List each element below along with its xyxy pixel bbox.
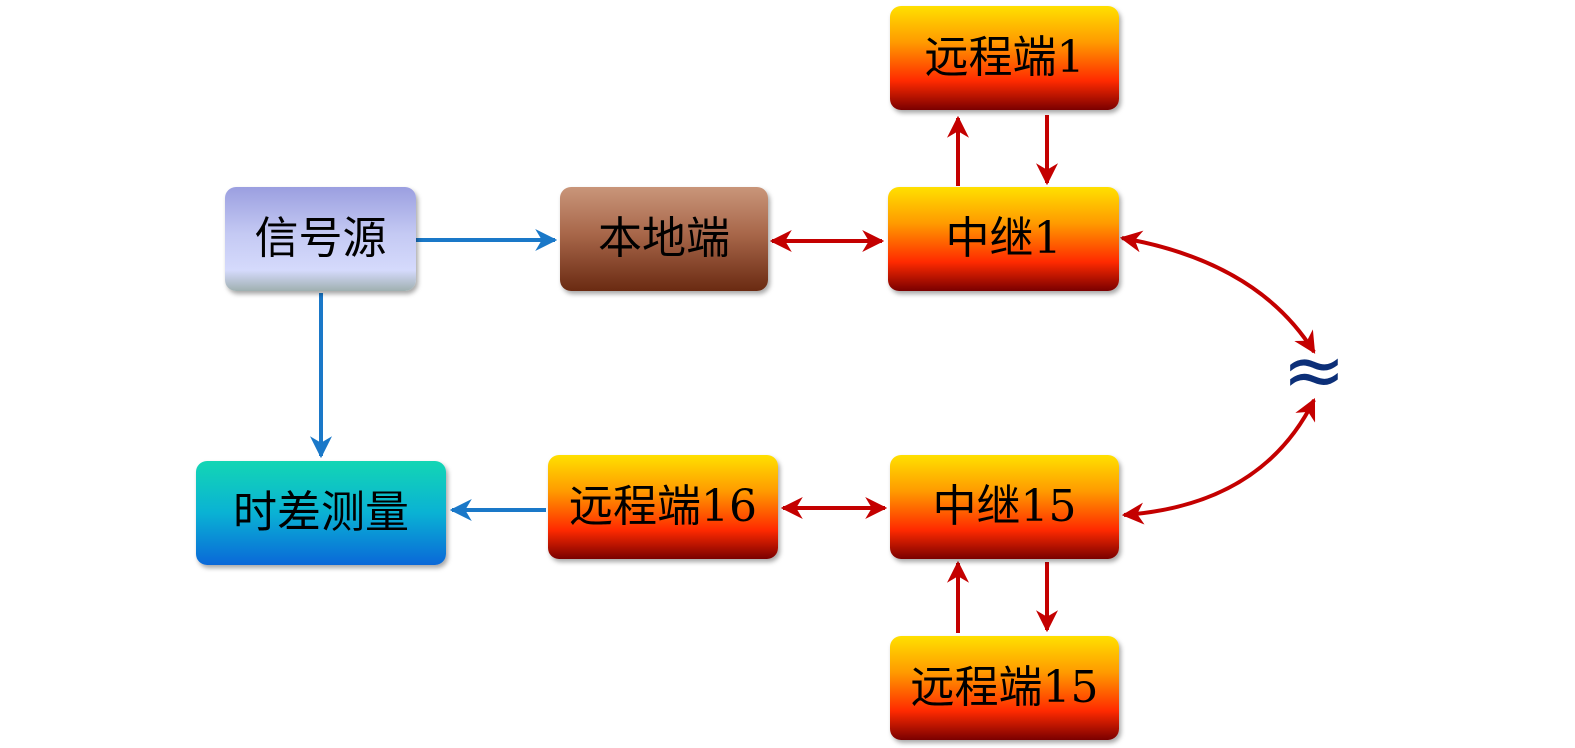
arrow-break-to-relay15 bbox=[1121, 398, 1316, 525]
node-remote-16-label: 远程端16 bbox=[569, 481, 757, 532]
node-signal-source-label: 信号源 bbox=[254, 213, 387, 264]
node-local-end: 本地端 bbox=[560, 187, 768, 291]
node-remote-15: 远程端15 bbox=[890, 636, 1119, 740]
break-symbol: ≈ bbox=[1282, 325, 1346, 414]
arrow-relay1-to-break bbox=[1119, 230, 1316, 354]
node-remote-1: 远程端1 bbox=[890, 6, 1119, 110]
node-time-diff: 时差测量 bbox=[196, 461, 446, 565]
node-relay-1: 中继1 bbox=[888, 187, 1119, 291]
node-time-diff-label: 时差测量 bbox=[233, 487, 409, 538]
node-remote-16: 远程端16 bbox=[548, 455, 778, 559]
node-remote-1-label: 远程端1 bbox=[924, 32, 1085, 83]
node-local-end-label: 本地端 bbox=[598, 213, 730, 264]
node-remote-15-label: 远程端15 bbox=[910, 662, 1099, 713]
node-signal-source: 信号源 bbox=[225, 187, 416, 291]
node-relay-1-label: 中继1 bbox=[945, 213, 1062, 264]
node-relay-15-label: 中继15 bbox=[932, 481, 1077, 532]
node-relay-15: 中继15 bbox=[890, 455, 1119, 559]
